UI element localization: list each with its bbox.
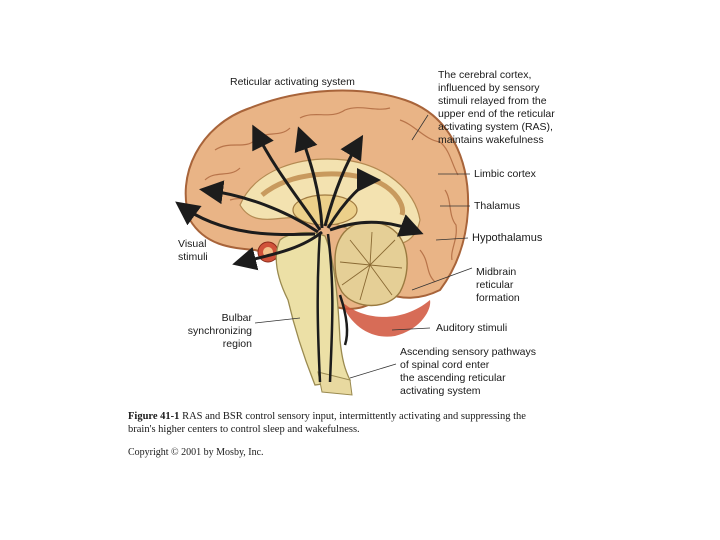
label-reticular-activating-system: Reticular activating system <box>230 76 355 89</box>
figure-number: Figure 41-1 <box>128 411 179 422</box>
label-bulbar-synchronizing-region: Bulbar synchronizing region <box>178 312 252 351</box>
label-visual-stimuli: Visual stimuli <box>178 238 208 264</box>
copyright-notice: Copyright © 2001 by Mosby, Inc. <box>128 447 264 458</box>
label-ascending-pathways: Ascending sensory pathways of spinal cor… <box>400 346 536 398</box>
label-midbrain-reticular-formation: Midbrain reticular formation <box>476 266 520 305</box>
label-limbic-cortex: Limbic cortex <box>474 168 536 181</box>
label-auditory-stimuli: Auditory stimuli <box>436 322 507 335</box>
label-cerebral-cortex: The cerebral cortex, influenced by senso… <box>438 69 555 147</box>
label-thalamus: Thalamus <box>474 200 520 213</box>
caption-text: RAS and BSR control sensory input, inter… <box>128 411 526 435</box>
label-hypothalamus: Hypothalamus <box>472 232 542 245</box>
figure-caption: Figure 41-1 RAS and BSR control sensory … <box>128 410 548 436</box>
